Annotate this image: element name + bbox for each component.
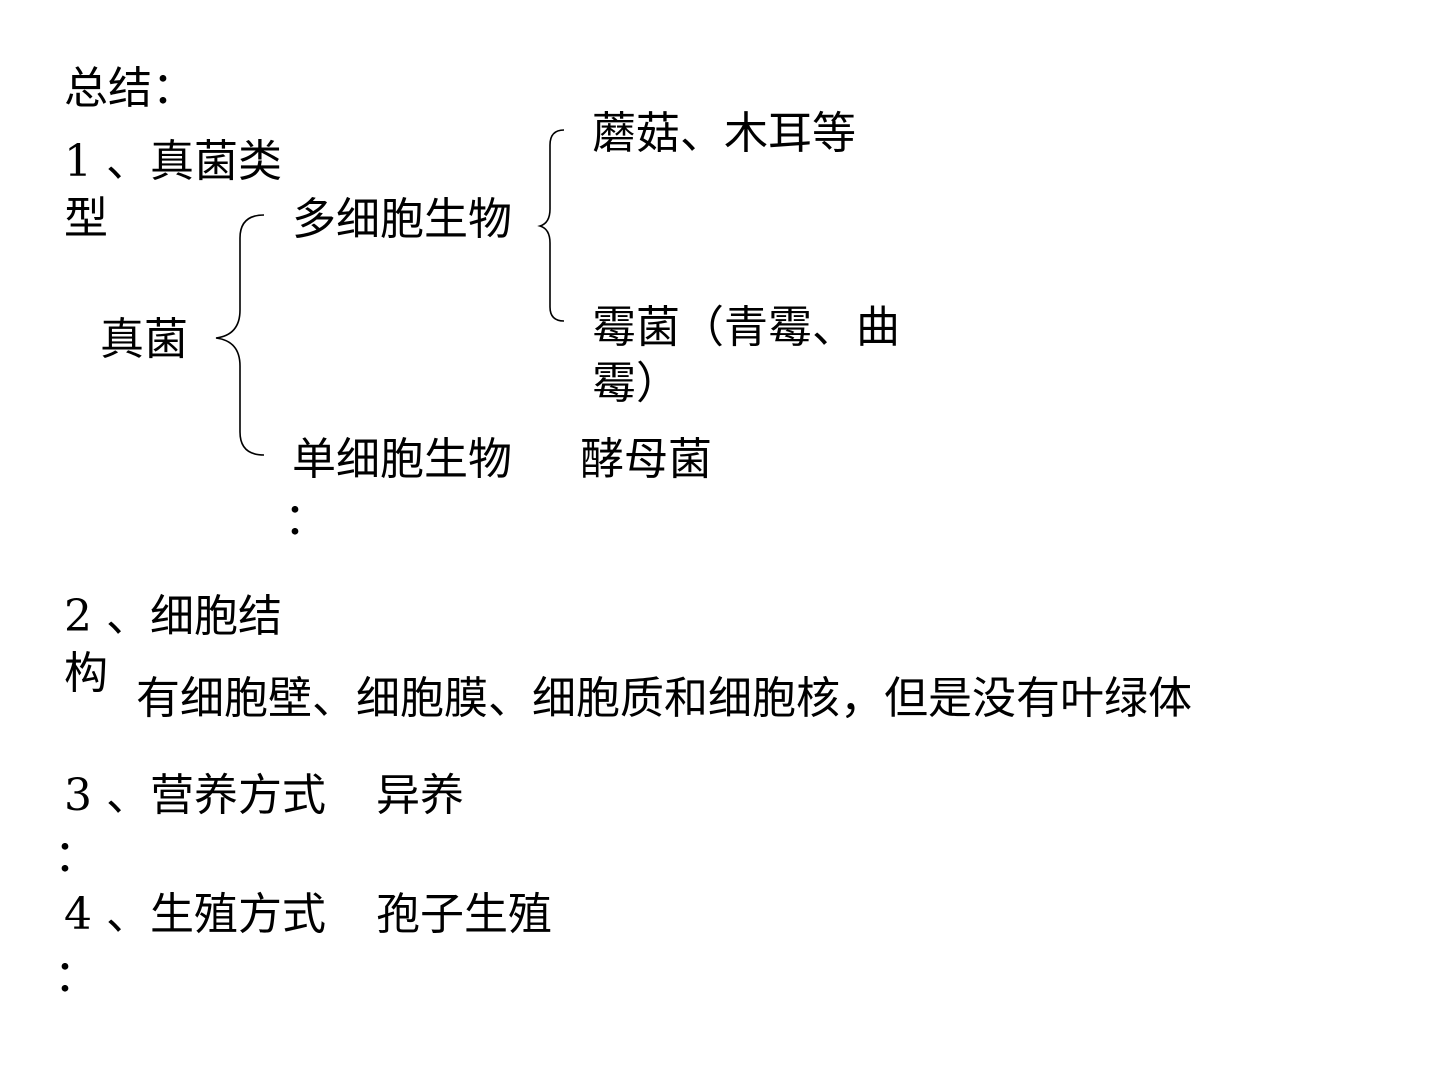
section2-heading-line1: 2 、细胞结 <box>64 591 282 642</box>
multicellular-label: 多细胞生物 <box>292 194 512 245</box>
section3-colon: ： <box>54 831 98 882</box>
section4-colon: ： <box>54 951 98 1002</box>
section2-content: 有细胞壁、细胞膜、细胞质和细胞核，但是没有叶绿体 <box>136 673 1192 724</box>
unicellular-colon: ： <box>284 494 328 545</box>
example-mold-line2: 霉） <box>592 358 680 409</box>
section2-heading-line2: 构 <box>64 648 108 699</box>
section4-heading: 4 、生殖方式 <box>64 889 326 940</box>
example-mushroom: 蘑菇、木耳等 <box>592 108 856 159</box>
section3-heading: 3 、营养方式 <box>64 770 326 821</box>
example-mold-line1: 霉菌（青霉、曲 <box>592 302 900 353</box>
unicellular-example: 酵母菌 <box>580 434 712 485</box>
summary-title: 总结： <box>64 63 196 114</box>
left-brace-icon <box>215 214 265 456</box>
section4-content: 孢子生殖 <box>376 889 552 940</box>
section1-heading-line2: 型 <box>64 193 108 244</box>
root-fungus-label: 真菌 <box>100 314 188 365</box>
unicellular-label: 单细胞生物 <box>292 434 512 485</box>
section1-heading-line1: 1 、真菌类 <box>64 136 282 187</box>
section3-content: 异养 <box>376 770 464 821</box>
right-brace-icon <box>537 129 565 322</box>
